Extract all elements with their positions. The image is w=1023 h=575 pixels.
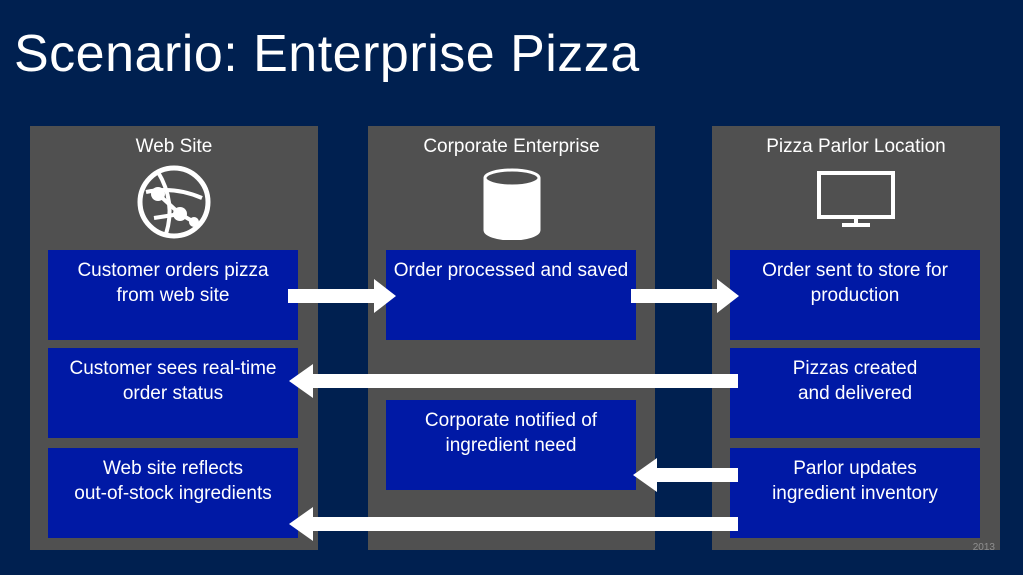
database-icon xyxy=(483,168,541,240)
step-customer-orders: Customer orders pizza from web site xyxy=(48,250,298,340)
step-pizzas-created: Pizzas created and delivered xyxy=(730,348,980,438)
monitor-icon xyxy=(817,171,895,227)
step-order-processed: Order processed and saved xyxy=(386,250,636,340)
step-customer-sees-status: Customer sees real-time order status xyxy=(48,348,298,438)
step-web-site-reflects: Web site reflects out-of-stock ingredien… xyxy=(48,448,298,538)
arrow-corporate-to-parlor xyxy=(631,279,739,313)
column-label-web-site: Web Site xyxy=(135,136,213,157)
arrow-parlor-to-corporate xyxy=(633,458,738,492)
arrow-web-to-corporate xyxy=(288,279,396,313)
slide-title: Scenario: Enterprise Pizza xyxy=(14,25,640,83)
step-order-sent-to-store: Order sent to store for production xyxy=(730,250,980,340)
column-label-pizza-parlor: Pizza Parlor Location xyxy=(766,136,946,157)
arrow-parlor-to-web-status xyxy=(289,364,738,398)
column-label-corporate: Corporate Enterprise xyxy=(423,136,600,157)
step-corporate-notified: Corporate notified of ingredient need xyxy=(386,400,636,490)
footer-year: 2013 xyxy=(972,542,995,553)
step-parlor-updates-inventory: Parlor updates ingredient inventory xyxy=(730,448,980,538)
globe-network-icon xyxy=(137,165,211,239)
arrow-parlor-to-web-stock xyxy=(289,507,738,541)
